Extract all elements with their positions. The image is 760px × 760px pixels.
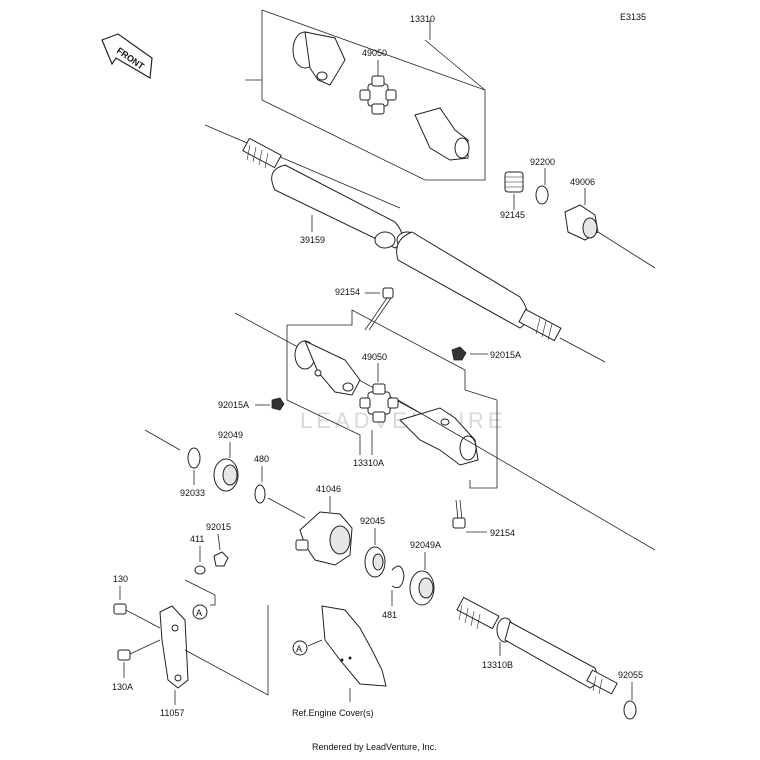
label-41046: 41046 [316,484,341,494]
label-49006: 49006 [570,177,595,187]
ring-92033 [187,447,201,469]
label-49050-top: 49050 [362,48,387,58]
bracket-plate-11057 [159,605,189,689]
label-480: 480 [254,454,269,464]
ring-92055 [623,700,637,720]
label-13310: 13310 [410,14,435,24]
callout-a-upper-text: A [196,608,202,618]
label-92045: 92045 [360,516,385,526]
yoke-top-right [414,107,470,161]
ring-92200 [535,185,549,205]
seal-92049A [409,570,435,606]
circlip-481 [391,565,405,589]
callout-a-lower [292,640,308,656]
label-92015A-left: 92015A [218,400,249,410]
label-92145: 92145 [500,210,525,220]
callout-a-lower-text: A [296,644,302,654]
nut-92015 [213,551,229,567]
footer-credit: Rendered by LeadVenture, Inc. [312,742,437,752]
bolt-130 [113,603,161,629]
shaft-39159 [242,137,606,363]
yoke-mid-left [294,339,361,396]
label-411: 411 [190,534,204,544]
label-13310B: 13310B [482,660,513,670]
spider-49050-top [359,75,397,115]
label-130: 130 [113,574,128,584]
bolt-92154-bottom [452,499,466,529]
label-49050-mid: 49050 [362,352,387,362]
label-11057: 11057 [160,708,184,718]
nut-92015A-left [271,397,285,411]
bolt-92154-top [364,287,394,331]
spider-49050-mid [359,383,399,423]
front-arrow-icon: FRONT [101,33,153,79]
yoke-mid-right [399,407,479,466]
washer-411 [194,565,206,575]
bearing-92045 [364,546,386,578]
shaft-13310B [456,596,618,695]
label-92015: 92015 [206,522,231,532]
label-130A: 130A [112,682,133,692]
bracket-13310 [245,9,486,181]
nut-92015A-right [451,346,467,361]
label-39159: 39159 [300,235,325,245]
bolt-130A [117,639,161,661]
callout-a-upper [192,604,208,620]
label-92154-top: 92154 [335,287,360,297]
label-92049: 92049 [218,430,243,440]
yoke-top-left [292,31,346,86]
label-13310A: 13310A [353,458,384,468]
seal-92049 [213,458,239,492]
label-92154-bottom: 92154 [490,528,515,538]
label-92200: 92200 [530,157,555,167]
label-92015A-right: 92015A [490,350,521,360]
coupling-49006 [564,204,599,241]
diagram-code: E3135 [620,12,646,22]
label-92033: 92033 [180,488,205,498]
ring-480 [254,484,266,504]
label-92055: 92055 [618,670,643,680]
ref-engine-cover-note: Ref.Engine Cover(s) [292,708,374,718]
bracket-13310A [286,309,498,489]
spring-92145 [504,171,524,193]
housing-41046 [295,511,353,566]
label-481: 481 [382,610,397,620]
engine-cover-reference [321,605,387,687]
label-92049A: 92049A [410,540,441,550]
